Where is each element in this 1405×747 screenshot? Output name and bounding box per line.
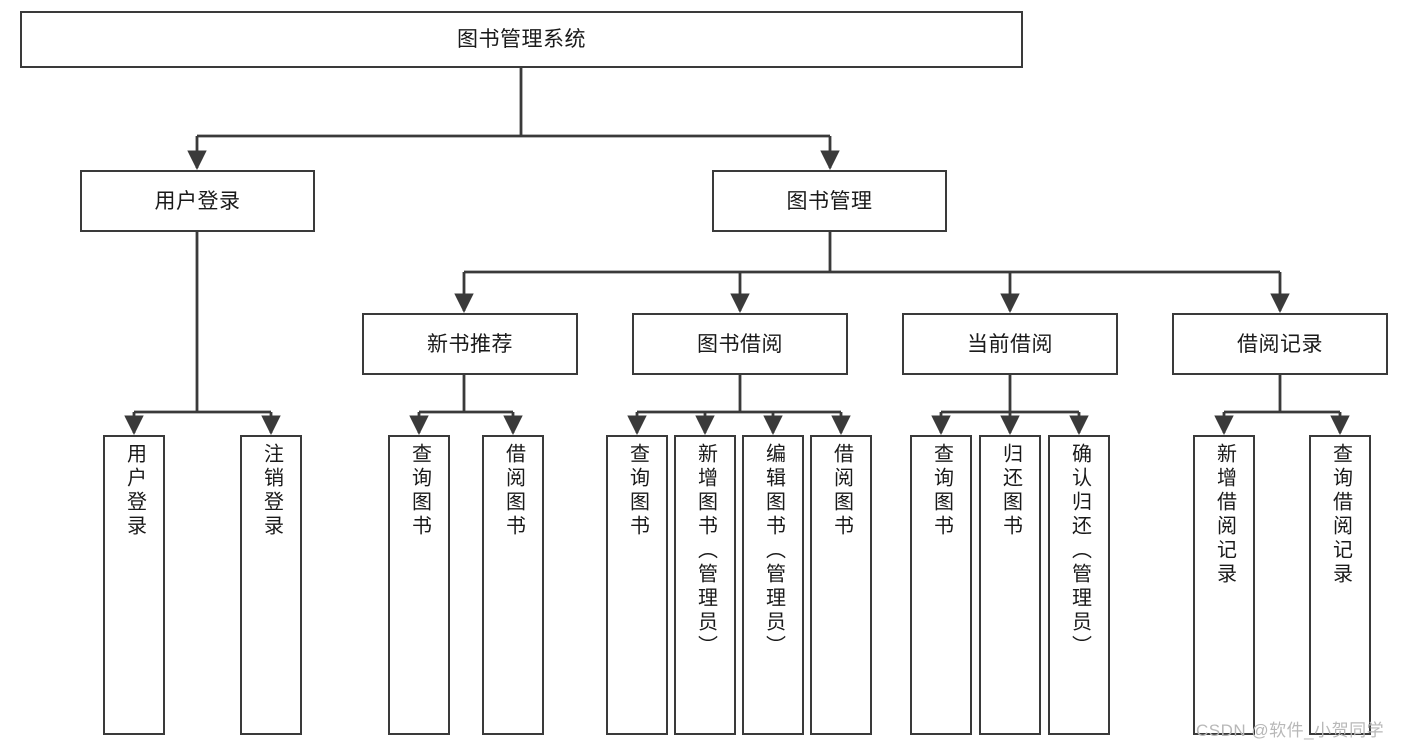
- node-label: 编辑图书（管理员）: [762, 443, 785, 659]
- node-new-book-recommend[interactable]: 新书推荐: [362, 313, 578, 375]
- node-leaf-query-borrow-record[interactable]: 查询借阅记录: [1309, 435, 1371, 735]
- node-book-borrow[interactable]: 图书借阅: [632, 313, 848, 375]
- node-current-borrow[interactable]: 当前借阅: [902, 313, 1118, 375]
- node-leaf-add-borrow-record[interactable]: 新增借阅记录: [1193, 435, 1255, 735]
- node-label: 图书借阅: [697, 332, 783, 356]
- node-book-management[interactable]: 图书管理: [712, 170, 947, 232]
- node-root-book-management-system[interactable]: 图书管理系统: [20, 11, 1023, 68]
- node-label: 用户登录: [154, 189, 241, 213]
- node-label: 新增图书（管理员）: [694, 443, 717, 659]
- node-leaf-user-login[interactable]: 用户登录: [103, 435, 165, 735]
- node-leaf-return-book[interactable]: 归还图书: [979, 435, 1041, 735]
- node-leaf-logout[interactable]: 注销登录: [240, 435, 302, 735]
- node-label: 借阅图书: [830, 443, 853, 539]
- node-borrow-record[interactable]: 借阅记录: [1172, 313, 1388, 375]
- node-leaf-confirm-return-admin[interactable]: 确认归还（管理员）: [1048, 435, 1110, 735]
- node-label: 新增借阅记录: [1213, 443, 1236, 587]
- node-label: 查询借阅记录: [1329, 443, 1352, 587]
- node-label: 归还图书: [999, 443, 1022, 539]
- node-label: 确认归还（管理员）: [1068, 443, 1091, 659]
- node-label: 借阅图书: [502, 443, 525, 539]
- watermark-text: CSDN @软件_小贺同学: [1196, 721, 1385, 740]
- node-label: 用户登录: [123, 443, 146, 539]
- node-leaf-borrow-book[interactable]: 借阅图书: [810, 435, 872, 735]
- node-leaf-borrow-book-recommend[interactable]: 借阅图书: [482, 435, 544, 735]
- node-label: 图书管理系统: [457, 28, 586, 51]
- node-label: 查询图书: [408, 443, 431, 539]
- node-leaf-query-book[interactable]: 查询图书: [606, 435, 668, 735]
- node-label: 当前借阅: [967, 332, 1053, 356]
- node-label: 借阅记录: [1237, 332, 1323, 356]
- node-label: 查询图书: [626, 443, 649, 539]
- node-leaf-query-book-current[interactable]: 查询图书: [910, 435, 972, 735]
- node-user-login[interactable]: 用户登录: [80, 170, 315, 232]
- node-label: 注销登录: [260, 443, 283, 539]
- node-leaf-query-book-recommend[interactable]: 查询图书: [388, 435, 450, 735]
- node-leaf-add-book-admin[interactable]: 新增图书（管理员）: [674, 435, 736, 735]
- node-label: 新书推荐: [427, 332, 513, 356]
- node-label: 图书管理: [786, 189, 873, 213]
- node-leaf-edit-book-admin[interactable]: 编辑图书（管理员）: [742, 435, 804, 735]
- node-label: 查询图书: [930, 443, 953, 539]
